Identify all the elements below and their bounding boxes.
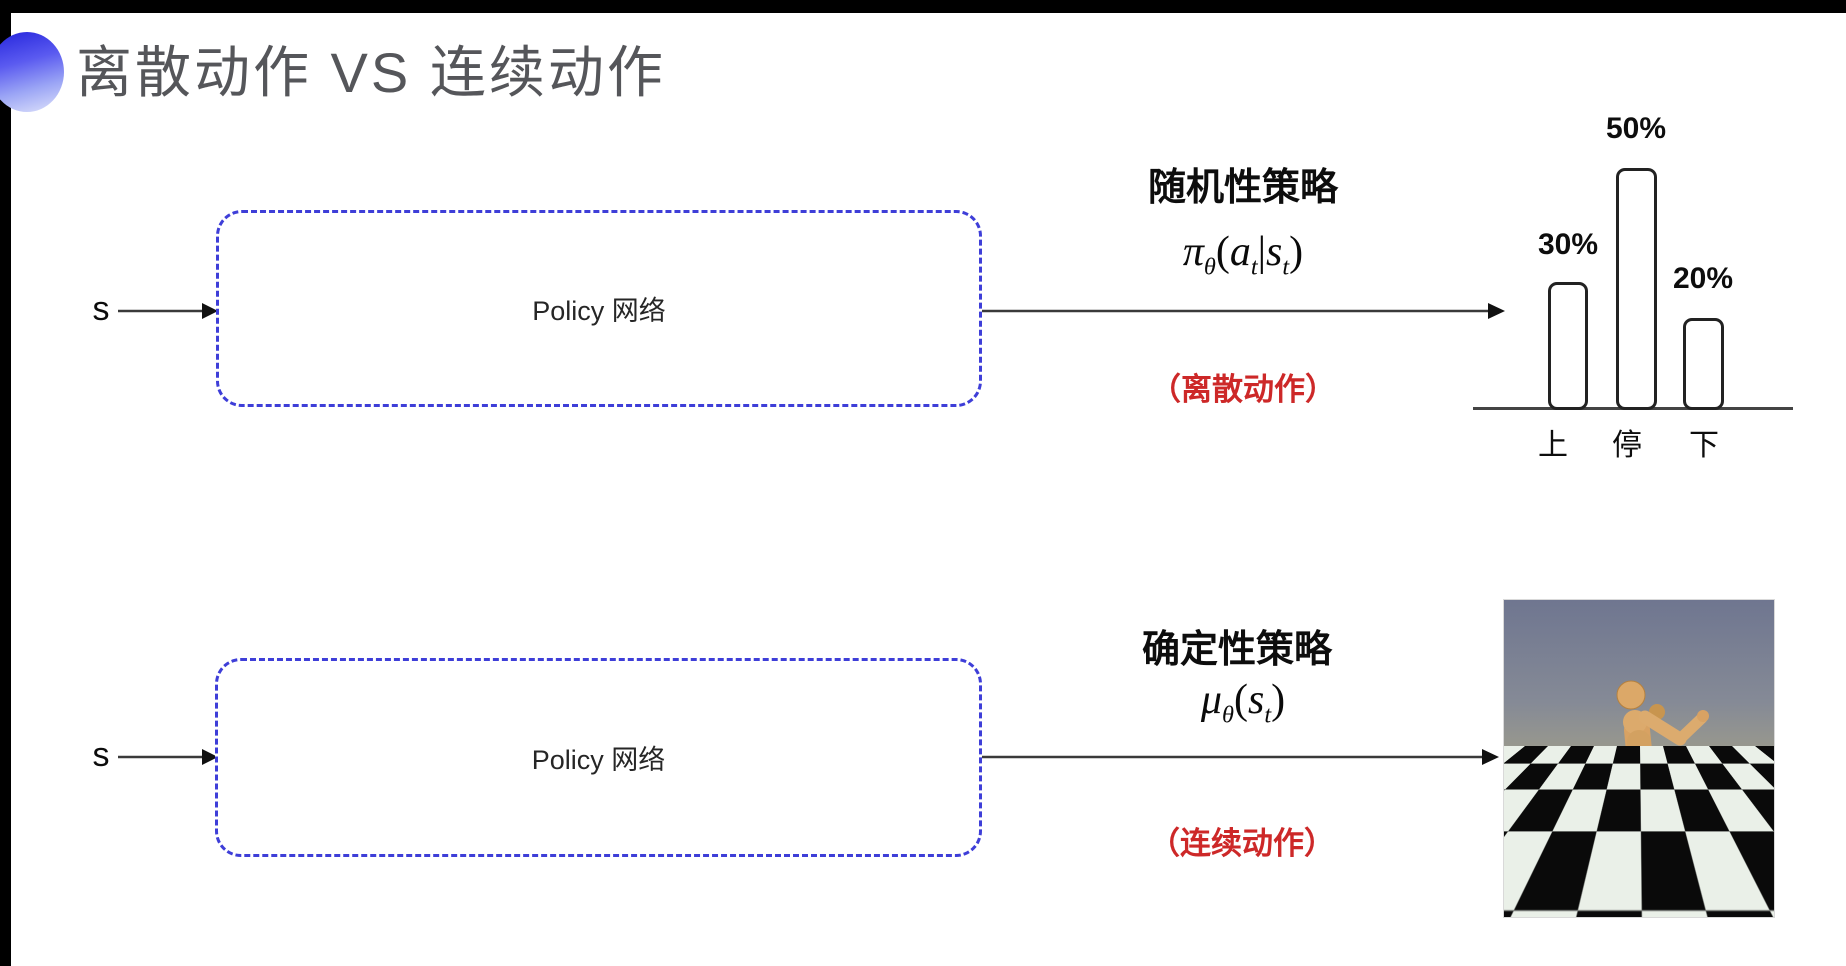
letterbox-left <box>0 0 11 966</box>
formula-s2: s <box>1247 677 1265 723</box>
formula-pi: π <box>1182 229 1204 275</box>
bar-down-category: 下 <box>1689 429 1719 462</box>
policy-network-label-top: Policy 网络 <box>532 296 666 326</box>
formula-pipe: | <box>1257 229 1267 275</box>
humanoid-robot-image <box>1503 599 1775 918</box>
bar-stop-value: 50% <box>1605 112 1667 145</box>
formula-a: a <box>1229 229 1251 275</box>
policy-network-label-bottom: Policy 网络 <box>531 745 666 775</box>
state-input-label-top: s <box>92 290 110 328</box>
humanoid-robot-figure <box>1584 680 1709 908</box>
arrow-policy-to-distribution <box>982 303 1505 319</box>
formula-theta-sub: θ <box>1203 253 1216 281</box>
formula-close-paren: ) <box>1289 229 1304 275</box>
policy-network-box-bottom: Policy 网络 <box>215 658 982 857</box>
formula-t-sub2: t <box>1282 253 1290 281</box>
arrow-state-to-policy-top <box>118 303 218 319</box>
formula-mu: μ <box>1200 677 1222 723</box>
bar-stop <box>1616 168 1657 410</box>
bar-down-value: 20% <box>1672 262 1734 295</box>
deterministic-policy-label: 确定性策略 <box>1141 629 1332 671</box>
policy-network-box-top: Policy 网络 <box>216 210 982 407</box>
formula-theta-sub2: θ <box>1221 701 1234 729</box>
arrow-policy-to-simulation <box>982 749 1499 765</box>
formula-t-sub1: t <box>1250 253 1258 281</box>
page-title: 离散动作 VS 连续动作 <box>76 41 666 104</box>
deterministic-policy-formula: μθ(st) <box>1093 676 1393 729</box>
discrete-action-note: （离散动作） <box>1150 372 1336 407</box>
bar-up <box>1548 282 1588 410</box>
formula-open-paren: ( <box>1215 229 1230 275</box>
formula-t-sub3: t <box>1264 701 1272 729</box>
formula-s: s <box>1266 229 1283 275</box>
state-input-label-bottom: s <box>92 736 110 774</box>
arrow-state-to-policy-bottom <box>118 749 218 765</box>
formula-close-paren2: ) <box>1271 677 1286 723</box>
title-accent-circle <box>0 32 64 112</box>
bar-up-category: 上 <box>1538 429 1568 462</box>
stochastic-policy-formula: πθ(at|st) <box>1093 228 1393 281</box>
stochastic-policy-label: 随机性策略 <box>1147 167 1338 209</box>
letterbox-top <box>0 0 1846 13</box>
bar-up-value: 30% <box>1537 228 1599 261</box>
continuous-action-note: （连续动作） <box>1149 826 1335 861</box>
bar-down <box>1683 318 1724 410</box>
bar-stop-category: 停 <box>1612 429 1642 462</box>
formula-open-paren2: ( <box>1233 677 1248 723</box>
